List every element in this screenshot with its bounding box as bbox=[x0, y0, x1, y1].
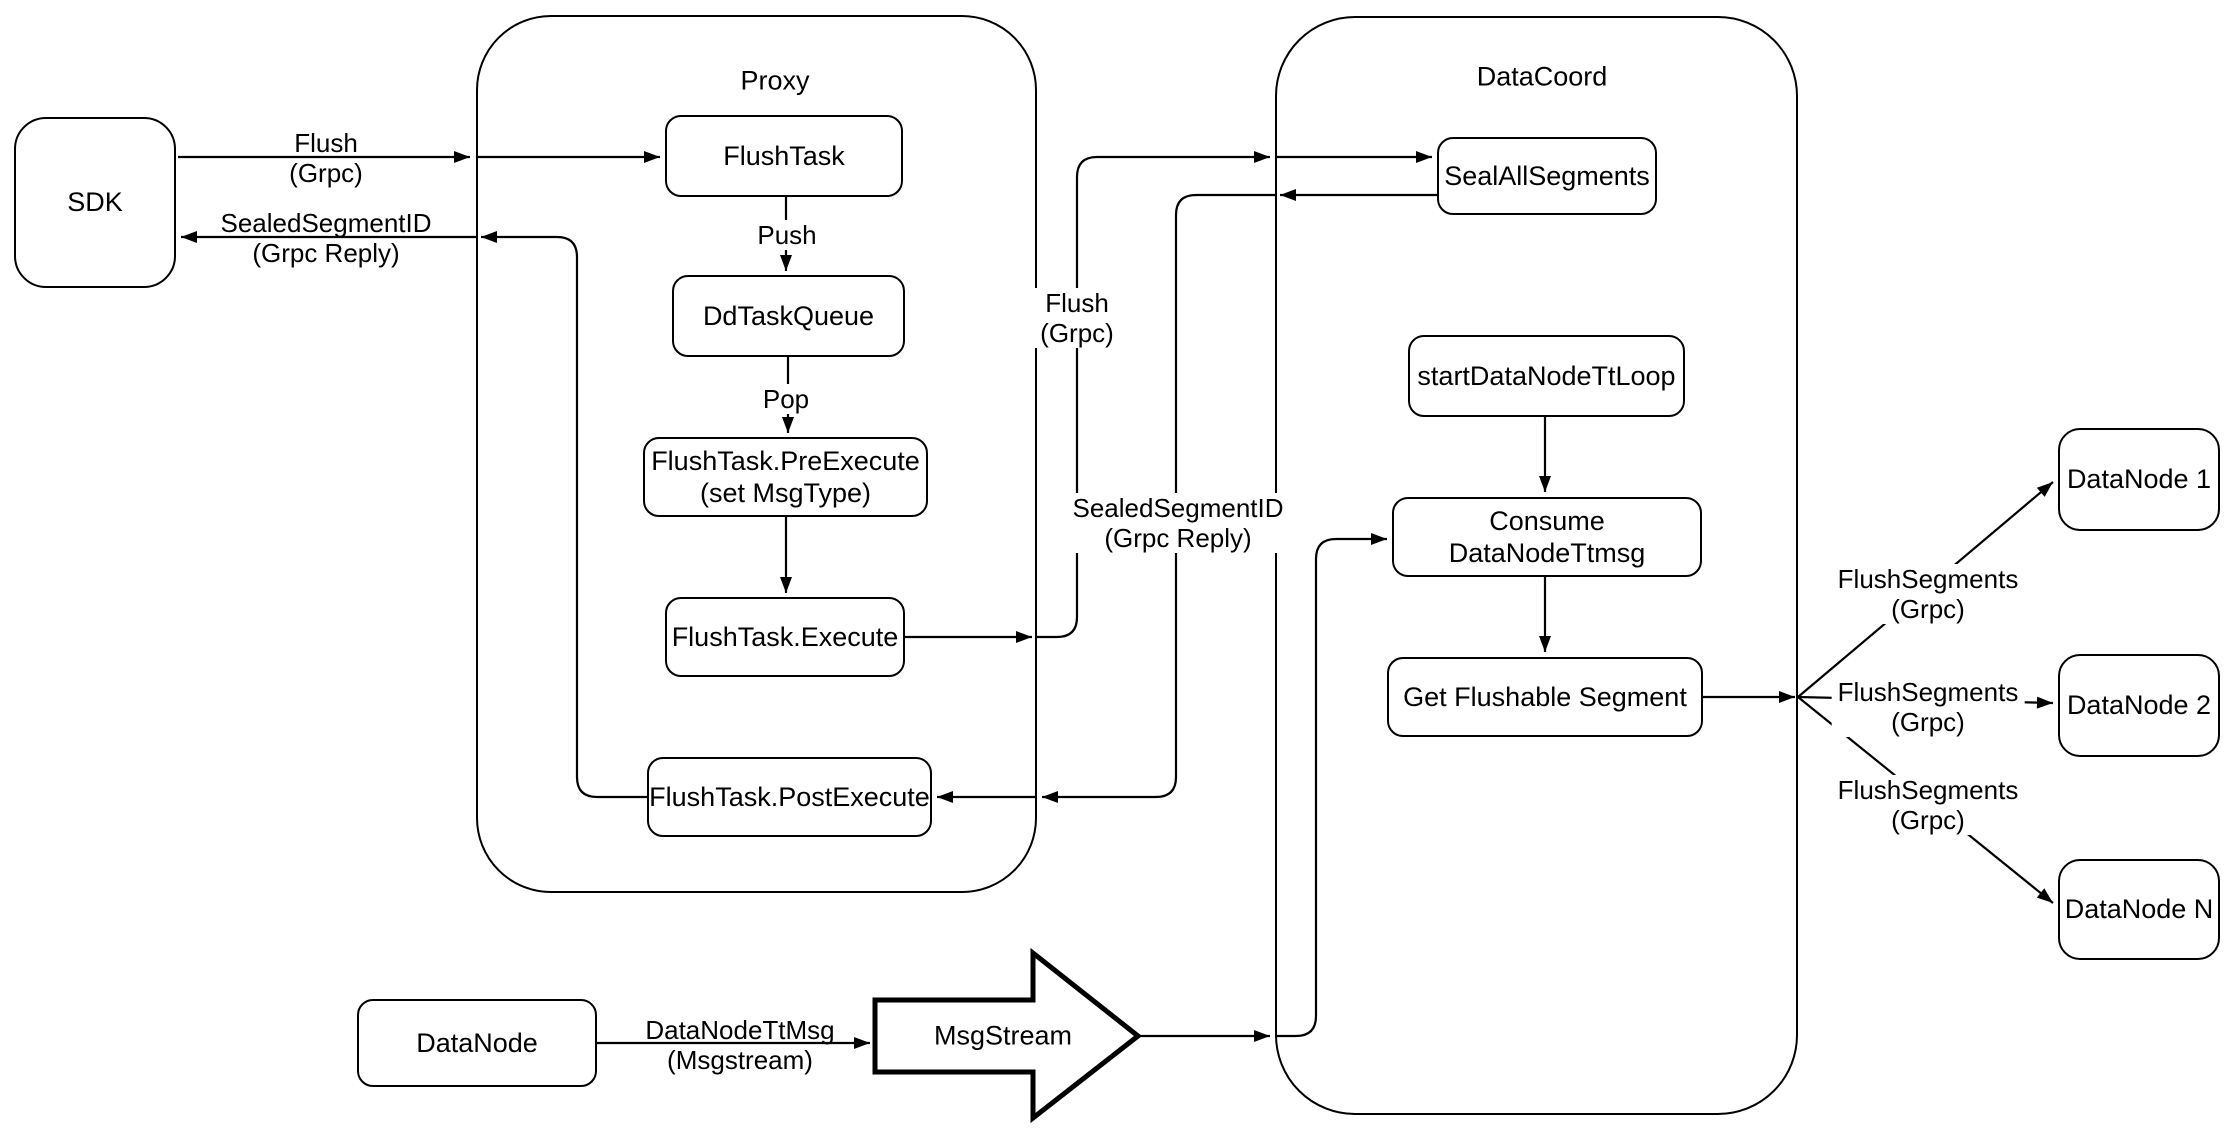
edge-postexecute-to-proxy-border bbox=[481, 231, 647, 799]
node-datanode-1-label: DataNode 1 bbox=[2066, 464, 2212, 495]
edge-label-flushsegments-1-line1: FlushSegments bbox=[1837, 564, 2019, 594]
node-sealallsegments: SealAllSegments bbox=[1437, 137, 1657, 215]
node-ddtaskqueue: DdTaskQueue bbox=[672, 275, 905, 357]
edge-label-flush-mid-line2: (Grpc) bbox=[1040, 318, 1114, 348]
node-datanode-1: DataNode 1 bbox=[2058, 428, 2220, 531]
edge-label-sealedsegmentid-sdk-line2: (Grpc Reply) bbox=[252, 238, 400, 268]
node-postexecute: FlushTask.PostExecute bbox=[647, 757, 932, 837]
node-datanode-n-label: DataNode N bbox=[2064, 894, 2214, 925]
edge-label-pop: Pop bbox=[756, 384, 816, 414]
node-flushtask: FlushTask bbox=[665, 115, 903, 197]
edge-label-sealedsegmentid-mid-line2: (Grpc Reply) bbox=[1104, 523, 1252, 553]
node-datanode-bottom-label: DataNode bbox=[416, 1027, 538, 1058]
edge-label-flush-mid-line1: Flush bbox=[1045, 288, 1109, 318]
node-preexecute-label-line2: (set MsgType) bbox=[699, 478, 872, 508]
edge-label-flush-sdk: Flush (Grpc) bbox=[289, 128, 363, 188]
node-consumedatanodettmsg: Consume DataNodeTtmsg bbox=[1392, 497, 1702, 577]
edge-label-datanodettmsg-line2: (Msgstream) bbox=[667, 1045, 813, 1075]
edge-label-flushsegments-3-line2: (Grpc) bbox=[1891, 805, 1965, 835]
datacoord-title: DataCoord bbox=[1476, 61, 1608, 92]
node-startdatanodettloop: startDataNodeTtLoop bbox=[1408, 335, 1685, 417]
node-sdk: SDK bbox=[14, 117, 176, 288]
proxy-title: Proxy bbox=[740, 65, 810, 96]
edge-label-sealedsegmentid-mid-line1: SealedSegmentID bbox=[1072, 493, 1284, 523]
node-getflushablesegment: Get Flushable Segment bbox=[1387, 657, 1703, 737]
node-ddtaskqueue-label: DdTaskQueue bbox=[702, 300, 875, 331]
node-datanode-2-label: DataNode 2 bbox=[2066, 690, 2212, 721]
edge-label-flushsegments-1: FlushSegments (Grpc) bbox=[1831, 564, 2025, 624]
node-preexecute-label-line1: FlushTask.PreExecute bbox=[651, 445, 920, 476]
edge-label-sealedsegmentid-mid: SealedSegmentID (Grpc Reply) bbox=[1066, 493, 1290, 553]
node-execute: FlushTask.Execute bbox=[665, 597, 905, 677]
node-preexecute: FlushTask.PreExecute (set MsgType) bbox=[643, 437, 928, 517]
node-sealallsegments-label: SealAllSegments bbox=[1444, 160, 1650, 191]
edge-label-flush-sdk-line1: Flush bbox=[294, 128, 358, 158]
edge-datacoord-to-consume bbox=[1275, 533, 1387, 1038]
edge-label-flushsegments-1-line2: (Grpc) bbox=[1891, 594, 1965, 624]
edge-label-flushsegments-2-line2: (Grpc) bbox=[1891, 707, 1965, 737]
node-postexecute-label: FlushTask.PostExecute bbox=[649, 781, 930, 812]
node-execute-label: FlushTask.Execute bbox=[671, 621, 899, 652]
edge-label-flushsegments-3-line1: FlushSegments bbox=[1837, 775, 2019, 805]
node-datanode-bottom: DataNode bbox=[357, 999, 597, 1087]
node-datanode-2: DataNode 2 bbox=[2058, 654, 2220, 757]
node-consumedatanodettmsg-label: Consume DataNodeTtmsg bbox=[1448, 505, 1646, 568]
edge-label-sealedsegmentid-sdk: SealedSegmentID (Grpc Reply) bbox=[220, 208, 431, 268]
edge-label-pop-text: Pop bbox=[762, 384, 810, 414]
edge-label-sealedsegmentid-sdk-line1: SealedSegmentID bbox=[220, 208, 432, 238]
edge-label-flushsegments-2-line1: FlushSegments bbox=[1837, 677, 2019, 707]
edge-label-flushsegments-2: FlushSegments (Grpc) bbox=[1831, 677, 2025, 737]
node-datanode-n: DataNode N bbox=[2058, 859, 2220, 960]
edge-label-datanodettmsg-line1: DataNodeTtMsg bbox=[645, 1015, 835, 1045]
edge-label-flush-sdk-line2: (Grpc) bbox=[289, 158, 363, 188]
node-flushtask-label: FlushTask bbox=[723, 140, 845, 171]
edge-label-datanodettmsg: DataNodeTtMsg (Msgstream) bbox=[645, 1015, 834, 1075]
node-startdatanodettloop-label: startDataNodeTtLoop bbox=[1417, 360, 1676, 391]
edge-label-push: Push bbox=[751, 220, 823, 250]
edge-label-flush-mid: Flush (Grpc) bbox=[1034, 288, 1120, 348]
node-getflushablesegment-label: Get Flushable Segment bbox=[1403, 681, 1687, 712]
edge-label-push-text: Push bbox=[757, 220, 817, 250]
msgstream-label: MsgStream bbox=[933, 1020, 1073, 1051]
node-sdk-label: SDK bbox=[67, 187, 123, 218]
msgstream-shape bbox=[872, 947, 1143, 1124]
edge-proxy-to-datacoord-flush bbox=[1037, 151, 1270, 639]
edge-label-flushsegments-3: FlushSegments (Grpc) bbox=[1831, 775, 2025, 835]
